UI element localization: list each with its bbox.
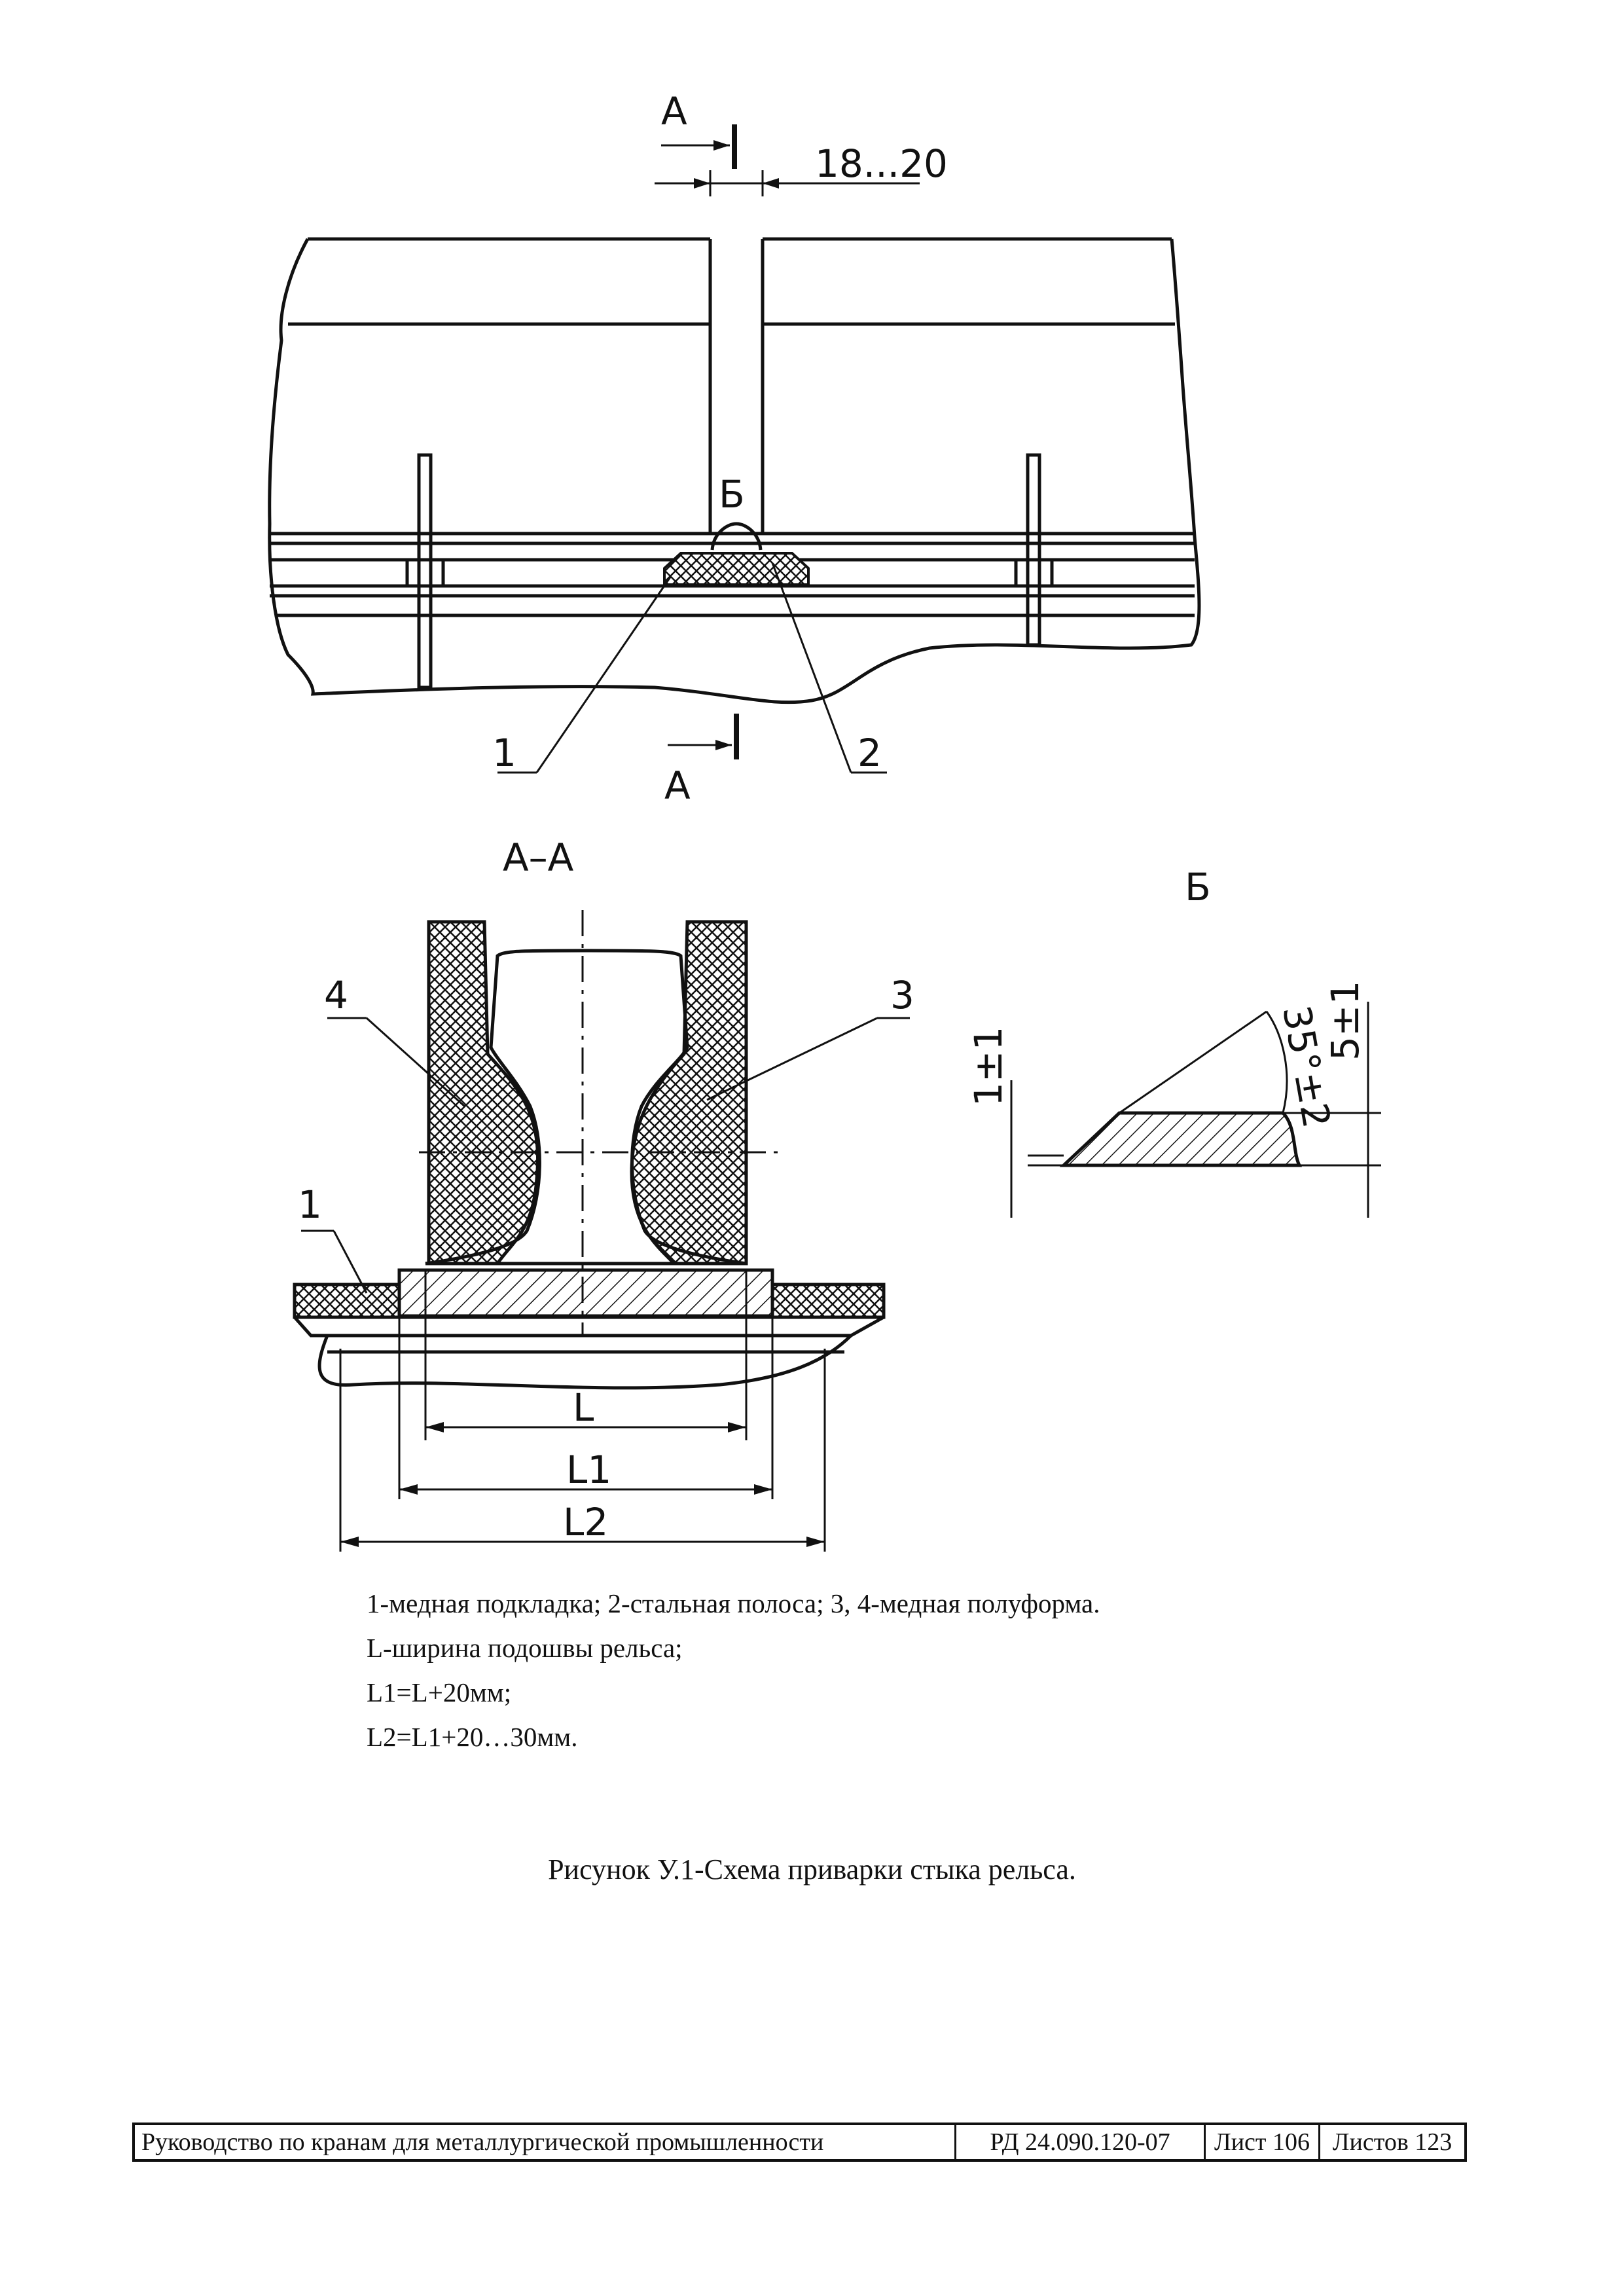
clamp-right xyxy=(1026,453,1041,647)
figure-caption: Рисунок У.1-Схема приварки стыка рельса. xyxy=(548,1853,1076,1886)
dim-height: 5±1 xyxy=(1323,981,1367,1061)
gap-dimension: 18...20 xyxy=(815,141,948,186)
section-callout-4: 4 xyxy=(324,973,348,1017)
section-a-top-label: А xyxy=(661,89,687,134)
dim-L2: L2 xyxy=(563,1500,608,1544)
legend-line-4: L2=L1+20…30мм. xyxy=(367,1722,578,1752)
rail-profile xyxy=(425,949,747,1266)
section-a-a-title: А–А xyxy=(503,835,574,880)
section-callout-3: 3 xyxy=(890,973,914,1017)
detail-b-view: Б 1±1 35°±2 5±1 xyxy=(966,865,1381,1218)
steel-strip-2 xyxy=(397,1268,774,1318)
top-view: А А 18...20 Б 1 2 xyxy=(268,89,1201,808)
clamp-left xyxy=(417,453,433,689)
copper-half-mold-4 xyxy=(427,920,539,1266)
document-code: РД 24.090.120-07 xyxy=(954,2125,1204,2159)
title-block: Руководство по кранам для металлургическ… xyxy=(132,2123,1467,2162)
detail-b-marker: Б xyxy=(719,472,745,517)
document-title: Руководство по кранам для металлургическ… xyxy=(141,2128,824,2156)
detail-b-title: Б xyxy=(1185,865,1211,909)
dim-L1: L1 xyxy=(566,1448,611,1492)
top-callout-2: 2 xyxy=(857,731,882,775)
legend-line-1: 1-медная подкладка; 2-стальная полоса; 3… xyxy=(367,1588,1100,1618)
rail-outline xyxy=(268,238,1201,704)
section-callout-1: 1 xyxy=(298,1182,322,1227)
dim-L: L xyxy=(573,1385,594,1430)
top-callout-1: 1 xyxy=(492,731,516,775)
legend: 1-медная подкладка; 2-стальная полоса; 3… xyxy=(367,1581,1100,1759)
legend-line-2: L-ширина подошвы рельса; xyxy=(367,1633,683,1663)
sheet-count: Листов 123 xyxy=(1318,2125,1464,2159)
section-a-a-view: А–А 4 3 1 L xyxy=(293,835,914,1552)
section-a-bottom-label: А xyxy=(664,763,691,808)
sheet-number: Лист 106 xyxy=(1204,2125,1318,2159)
dim-height-small: 1±1 xyxy=(966,1027,1011,1106)
weld-backing xyxy=(663,552,810,586)
legend-line-3: L1=L+20мм; xyxy=(367,1677,512,1707)
weld-bevel xyxy=(1059,1111,1303,1167)
